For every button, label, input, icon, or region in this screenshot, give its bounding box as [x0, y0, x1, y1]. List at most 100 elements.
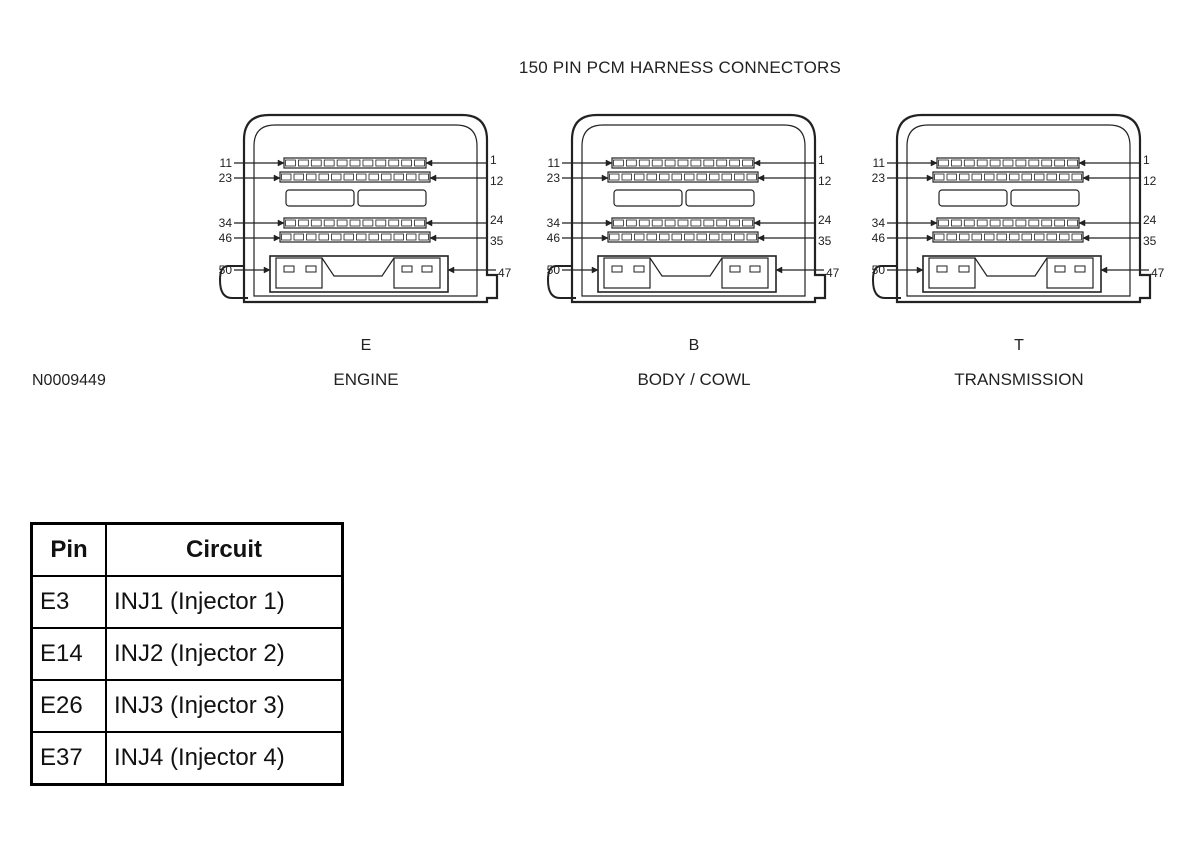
- pin-row: [279, 231, 431, 243]
- arrow-icon: [605, 219, 613, 227]
- pin-cavity: [1046, 233, 1057, 241]
- pin-number-label: 12: [1143, 174, 1157, 188]
- pin-cavity: [1002, 159, 1014, 167]
- pin-cavity: [401, 219, 412, 227]
- arrow-icon: [429, 174, 437, 182]
- pin-cavity: [1021, 233, 1032, 241]
- pin-cavity: [613, 159, 624, 167]
- pin-cavity: [1067, 219, 1078, 227]
- connector-housing: [242, 113, 499, 304]
- pin-number-label: 1: [818, 153, 825, 167]
- pin-cavity: [381, 233, 392, 241]
- pin-cavity: [356, 173, 367, 181]
- arrow-icon: [1082, 234, 1090, 242]
- pin-cavity: [634, 173, 645, 181]
- pin-cavity: [310, 159, 322, 167]
- pin-cavity: [634, 233, 645, 241]
- pin-cavity: [306, 233, 317, 241]
- pin-number-label: 1: [1143, 153, 1150, 167]
- pin-cavity: [721, 233, 732, 241]
- power-block: [269, 255, 449, 293]
- pin-cavity: [318, 173, 329, 181]
- pin-cavity: [742, 159, 753, 167]
- pin-cavity: [362, 159, 374, 167]
- pin-cavity: [971, 173, 982, 181]
- circuit-cell: INJ2 (Injector 2): [105, 627, 344, 681]
- pin-row: [283, 217, 427, 229]
- pin-cavity: [984, 233, 995, 241]
- arrow-icon: [753, 159, 761, 167]
- pin-cavity: [368, 173, 379, 181]
- pin-cavity: [406, 233, 417, 241]
- keying-window: [285, 189, 355, 207]
- pin-cavity: [971, 233, 982, 241]
- pin-cavity: [742, 219, 753, 227]
- arrow-icon: [425, 219, 433, 227]
- arrow-icon: [605, 159, 613, 167]
- terminal-slot: [283, 265, 295, 273]
- pin-number-label: 46: [872, 231, 886, 245]
- pin-cell: E3: [30, 575, 107, 629]
- pin-cavity: [1021, 173, 1032, 181]
- keying-window: [1010, 189, 1080, 207]
- terminal-slot: [1054, 265, 1066, 273]
- arrow-icon: [930, 159, 938, 167]
- pin-cavity: [938, 219, 949, 227]
- pin-cavity: [285, 219, 296, 227]
- pin-cavity: [293, 233, 304, 241]
- connector-letter: T: [1014, 337, 1024, 354]
- pin-cavity: [621, 233, 632, 241]
- pin-cavity: [388, 159, 400, 167]
- arrow-icon: [591, 266, 599, 274]
- terminal-slot: [421, 265, 433, 273]
- arrow-icon: [757, 174, 765, 182]
- terminal-slot: [633, 265, 645, 273]
- pin-cavity: [609, 233, 620, 241]
- pin-number-label: 34: [219, 216, 233, 230]
- pin-number-label: 11: [220, 156, 233, 170]
- arrow-icon: [277, 219, 285, 227]
- latch-tab: [546, 265, 576, 299]
- pin-row: [283, 157, 427, 169]
- pin-cavity: [1015, 159, 1027, 167]
- pin-cavity: [306, 173, 317, 181]
- circuit-cell: INJ3 (Injector 3): [105, 679, 344, 733]
- power-terminal: [393, 257, 441, 289]
- arrow-icon: [1100, 266, 1108, 274]
- circuit-cell: INJ4 (Injector 4): [105, 731, 344, 786]
- pin-cavity: [368, 233, 379, 241]
- pin-cavity: [746, 233, 757, 241]
- arrow-icon: [263, 266, 271, 274]
- pin-cavity: [746, 173, 757, 181]
- latch-tab: [218, 265, 248, 299]
- pin-number-label: 47: [826, 266, 840, 280]
- pin-number-label: 23: [547, 171, 561, 185]
- pin-cavity: [323, 159, 335, 167]
- pin-cavity: [659, 173, 670, 181]
- pin-cavity: [613, 219, 624, 227]
- connector-name: BODY / COWL: [637, 370, 750, 389]
- keying-window: [685, 189, 755, 207]
- pin-cavity: [393, 173, 404, 181]
- power-key: [321, 257, 395, 277]
- pin-row: [607, 231, 759, 243]
- pin-cell: E26: [30, 679, 107, 733]
- arrow-icon: [930, 219, 938, 227]
- pin-cavity: [646, 233, 657, 241]
- pin-cavity: [684, 233, 695, 241]
- pin-number-label: 24: [490, 213, 504, 227]
- table-row: E3 INJ1 (Injector 1): [30, 575, 344, 629]
- pin-cavity: [388, 219, 400, 227]
- pin-cavity: [1009, 233, 1020, 241]
- keying-window: [613, 189, 683, 207]
- pin-cavity: [323, 219, 335, 227]
- pin-number-label: 35: [818, 234, 832, 248]
- power-block: [922, 255, 1102, 293]
- pin-cavity: [621, 173, 632, 181]
- power-terminal: [603, 257, 651, 289]
- pin-cavity: [951, 159, 962, 167]
- terminal-slot: [749, 265, 761, 273]
- connector-letter: B: [689, 337, 700, 354]
- pin-cavity: [298, 159, 309, 167]
